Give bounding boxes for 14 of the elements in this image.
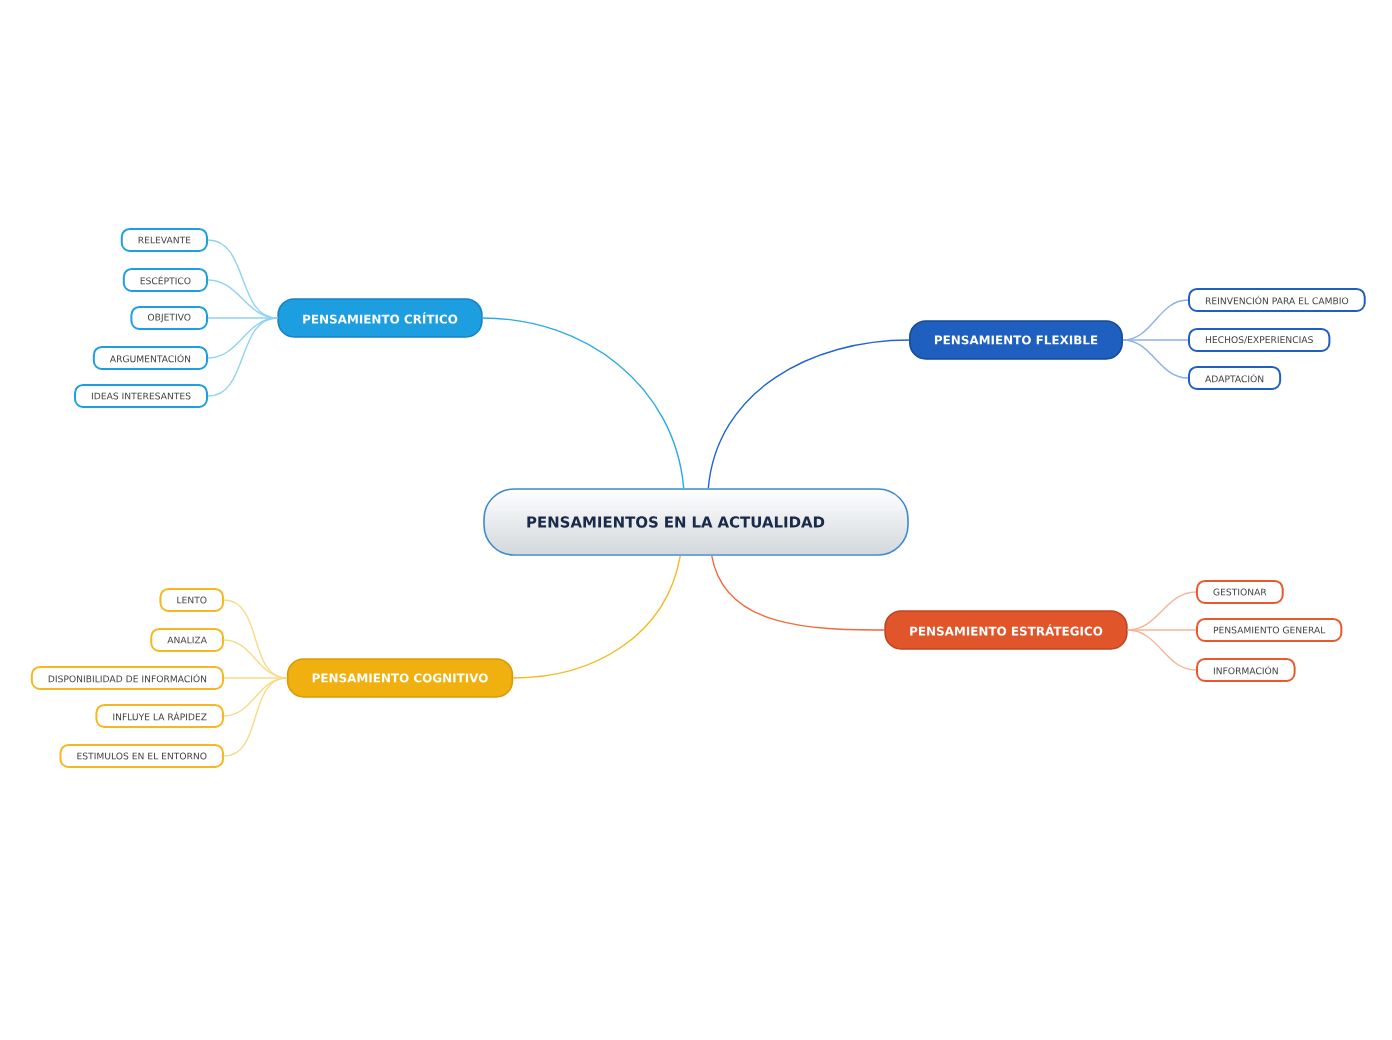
connector — [223, 677, 288, 717]
connector — [482, 317, 685, 489]
connector — [512, 555, 681, 679]
connector — [1122, 339, 1189, 379]
connector — [707, 339, 910, 489]
connector — [711, 555, 886, 631]
connector — [1127, 629, 1197, 671]
connector — [207, 317, 279, 319]
connector — [223, 677, 288, 679]
connector — [1127, 629, 1197, 631]
connector — [1122, 339, 1189, 341]
connector — [207, 317, 279, 359]
connector — [207, 317, 279, 397]
connector — [223, 677, 288, 757]
